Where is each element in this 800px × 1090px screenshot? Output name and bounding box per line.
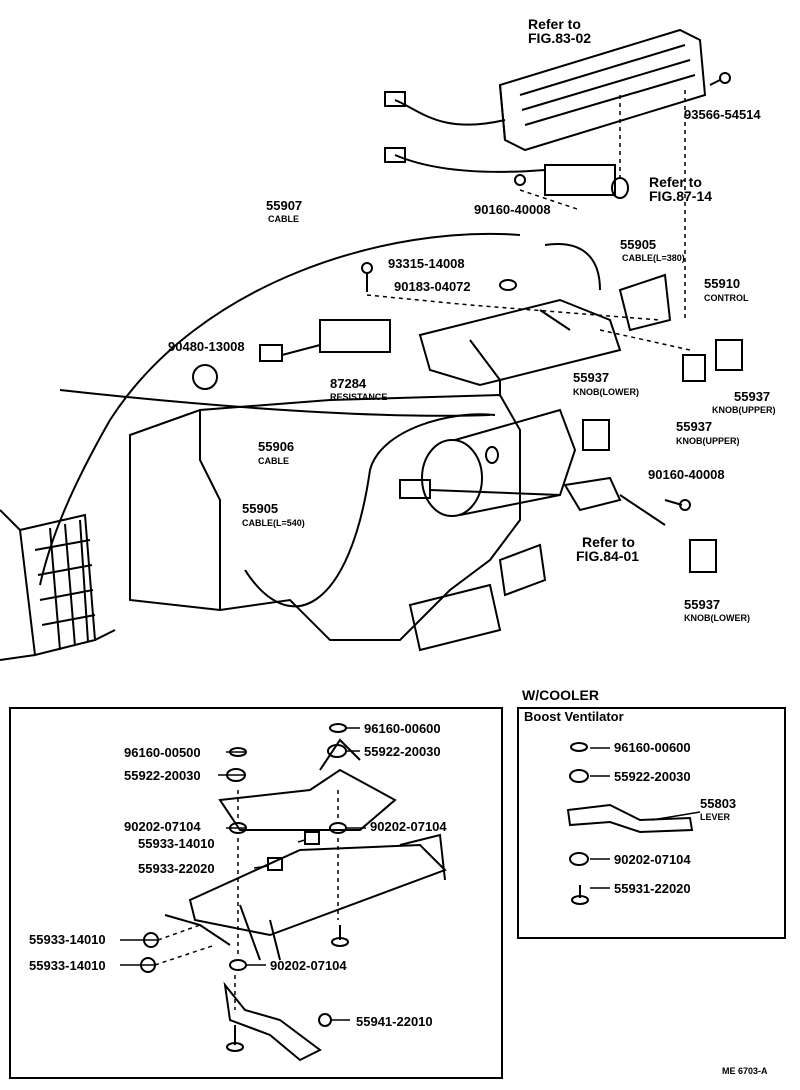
base-plate (164, 833, 447, 961)
knob-lower-2 (689, 539, 717, 573)
left-item-5: 90202-07104 (124, 819, 201, 834)
part-55907-desc: CABLE (268, 214, 299, 224)
control-panel (498, 28, 707, 152)
part-87284-desc: RESISTANCE (330, 392, 388, 402)
left-item-3: 55922-20030 (364, 744, 441, 759)
left-item-11: 90202-07104 (270, 958, 347, 973)
part-90480-13008: 90480-13008 (168, 339, 245, 354)
left-item-6: 90202-07104 (370, 819, 447, 834)
part-55906: 55906 (258, 439, 295, 454)
cable-55907 (39, 232, 521, 586)
part-55937-b-desc: KNOB(UPPER) (712, 405, 776, 415)
part-55937-d: 55937 (684, 597, 721, 612)
part-55910: 55910 (704, 276, 741, 291)
part-93566-54514: 93566-54514 (684, 107, 761, 122)
right-item-3-desc: LEVER (700, 812, 731, 822)
vent-grille (0, 509, 116, 661)
ref-fig83-line2: FIG.83-02 (528, 30, 592, 46)
part-90183-04072: 90183-04072 (394, 279, 471, 294)
control-assembly (418, 273, 672, 395)
dashboard-body (129, 393, 521, 641)
left-item-7: 55933-14010 (138, 836, 215, 851)
lower-bracket (223, 981, 322, 1062)
ref-fig87-line1: Refer to (649, 174, 702, 190)
part-55906-desc: CABLE (258, 456, 289, 466)
part-55937-d-desc: KNOB(LOWER) (684, 613, 750, 623)
part-87284: 87284 (330, 376, 367, 391)
upper-bracket (218, 738, 397, 831)
right-item-4: 90202-07104 (614, 852, 691, 867)
left-item-8: 55933-22020 (138, 861, 215, 876)
part-55905-a-desc: CABLE(L=380) (622, 253, 685, 263)
part-55905-a: 55905 (620, 237, 657, 252)
left-item-1: 96160-00600 (364, 721, 441, 736)
part-55905-b: 55905 (242, 501, 279, 516)
ref-fig87-line2: FIG.87-14 (649, 188, 713, 204)
right-item-2: 55922-20030 (614, 769, 691, 784)
ref-fig84-line1: Refer to (582, 534, 635, 550)
right-item-5: 55931-22020 (614, 881, 691, 896)
part-55910-desc: CONTROL (704, 293, 749, 303)
left-item-10: 55933-14010 (29, 958, 106, 973)
part-55907: 55907 (266, 198, 303, 213)
part-55937-c-desc: KNOB(UPPER) (676, 436, 740, 446)
right-heading: W/COOLER (522, 687, 599, 703)
left-item-9: 55933-14010 (29, 932, 106, 947)
part-55937-a: 55937 (573, 370, 610, 385)
right-item-1: 96160-00600 (614, 740, 691, 755)
blower-housing (421, 408, 577, 517)
left-item-12: 55941-22010 (356, 1014, 433, 1029)
lever-55803 (566, 803, 694, 834)
left-item-4: 55922-20030 (124, 768, 201, 783)
right-title: Boost Ventilator (524, 709, 624, 724)
knob-lower-1 (582, 419, 610, 451)
ref-fig83-line1: Refer to (528, 16, 581, 32)
part-55937-b: 55937 (734, 389, 771, 404)
ref-fig84-line2: FIG.84-01 (576, 548, 640, 564)
part-90160-40008-b: 90160-40008 (648, 467, 725, 482)
knob-upper-1 (682, 354, 706, 382)
left-item-2: 96160-00500 (124, 745, 201, 760)
knob-upper-2 (715, 339, 743, 371)
part-55937-a-desc: KNOB(LOWER) (573, 387, 639, 397)
lower-left-box (9, 707, 503, 1079)
lower-right-box (517, 707, 786, 939)
part-93315-14008: 93315-14008 (388, 256, 465, 271)
cable-55905-540 (244, 413, 496, 608)
cable-55905-380 (544, 243, 601, 291)
part-55937-c: 55937 (676, 419, 713, 434)
resistance (319, 319, 391, 353)
part-90160-40008-a: 90160-40008 (474, 202, 551, 217)
cable-55906 (59, 389, 491, 417)
right-item-3: 55803 (700, 796, 737, 811)
footer-code: ME 6703-A (722, 1066, 768, 1076)
part-55905-b-desc: CABLE(L=540) (242, 518, 305, 528)
